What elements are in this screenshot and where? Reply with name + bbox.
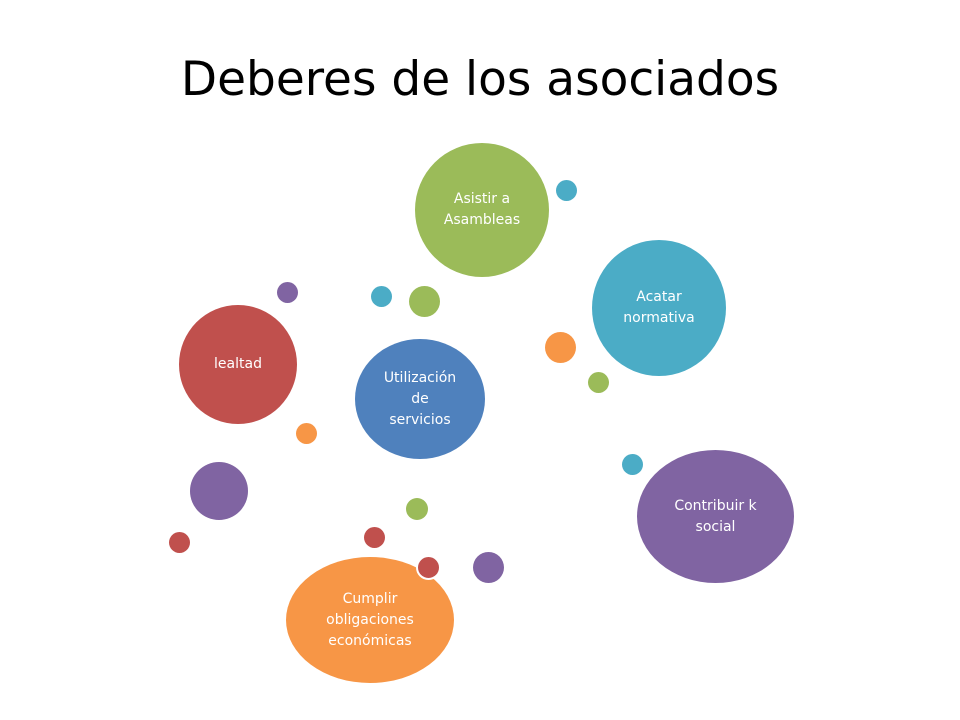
decor-dot-red bbox=[364, 527, 385, 548]
decor-dot-green bbox=[588, 372, 609, 393]
decor-dot-red bbox=[416, 555, 441, 580]
decor-dot-purple bbox=[473, 552, 504, 583]
decor-dot-blue bbox=[371, 286, 392, 307]
decor-dot-green bbox=[409, 286, 440, 317]
bubble-label: Contribuir k social bbox=[674, 497, 757, 535]
decor-dot-orange bbox=[545, 332, 576, 363]
decor-dot-orange bbox=[296, 423, 317, 444]
bubble-label: lealtad bbox=[214, 356, 262, 372]
decor-dot-purple bbox=[190, 462, 248, 520]
bubble-label: Asistir a Asambleas bbox=[443, 191, 521, 228]
bubble-label: Acatar normativa bbox=[623, 289, 695, 326]
bubble-asistir-asambleas: Asistir a Asambleas bbox=[415, 143, 549, 277]
bubble-label: Utilización de servicios bbox=[383, 369, 457, 428]
bubble-contribuir-social: Contribuir k social bbox=[637, 450, 794, 583]
decor-dot-blue bbox=[556, 180, 577, 201]
bubble-utilizacion-servicios: Utilización de servicios bbox=[355, 339, 485, 459]
decor-dot-green bbox=[406, 498, 428, 520]
bubble-label: Cumplir obligaciones económicas bbox=[326, 590, 414, 649]
decor-dot-blue bbox=[622, 454, 643, 475]
slide-title: Deberes de los asociados bbox=[180, 52, 780, 107]
bubble-lealtad: lealtad bbox=[179, 305, 297, 424]
decor-dot-purple bbox=[277, 282, 298, 303]
bubble-acatar-normativa: Acatar normativa bbox=[592, 240, 726, 376]
decor-dot-red bbox=[169, 532, 190, 553]
